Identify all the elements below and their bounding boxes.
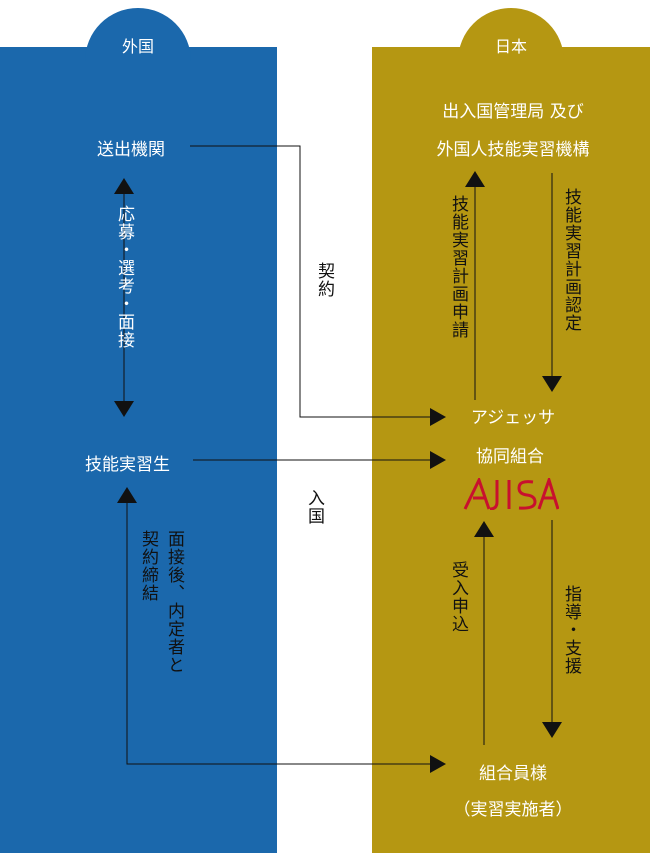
node-sending-organization: 送出機関 [97,140,165,160]
label-after-interview: 面接後、内定者と [164,530,184,674]
contract-connector [190,145,430,418]
node-agessa-line2: 協同組合 [476,447,544,467]
label-contract-signing: 契約締結 [138,530,158,602]
node-member-line1: 組合員様 [479,764,547,784]
region-japan-panel [372,47,650,853]
region-foreign-panel [0,47,277,853]
node-immigration-line2: 外国人技能実習機構 [436,140,590,160]
contract-arrowhead [430,408,446,426]
plan-approval-arrowhead [542,376,562,392]
member-arrowhead [430,755,446,773]
label-plan-application: 技能実習計画申請 [448,195,468,339]
acceptance-arrowhead [474,521,494,537]
plan-application-arrowhead [465,171,485,187]
node-immigration-line1: 出入国管理局 及び [442,102,584,122]
label-plan-approval: 技能実習計画認定 [561,188,581,332]
label-entry: 入国 [304,489,324,525]
recruit-arrow-down [114,401,134,417]
node-technical-intern: 技能実習生 [85,455,170,475]
contract-sign-connector [126,502,430,765]
entry-arrowhead [430,451,446,469]
node-agessa-line1: アジェッサ [470,408,556,428]
ajisa-logo-icon [463,478,559,510]
guidance-arrowhead [542,722,562,738]
label-contract: 契約 [314,262,334,298]
label-recruit-selection-interview: 応募・選考・面接 [114,205,134,349]
node-member-line2: （実習実施者） [453,800,573,820]
label-guidance-support: 指導・支援 [561,585,581,675]
recruit-arrow-up [114,178,134,194]
label-acceptance-application: 受入申込 [448,561,468,633]
contract-sign-arrowhead [117,487,137,503]
